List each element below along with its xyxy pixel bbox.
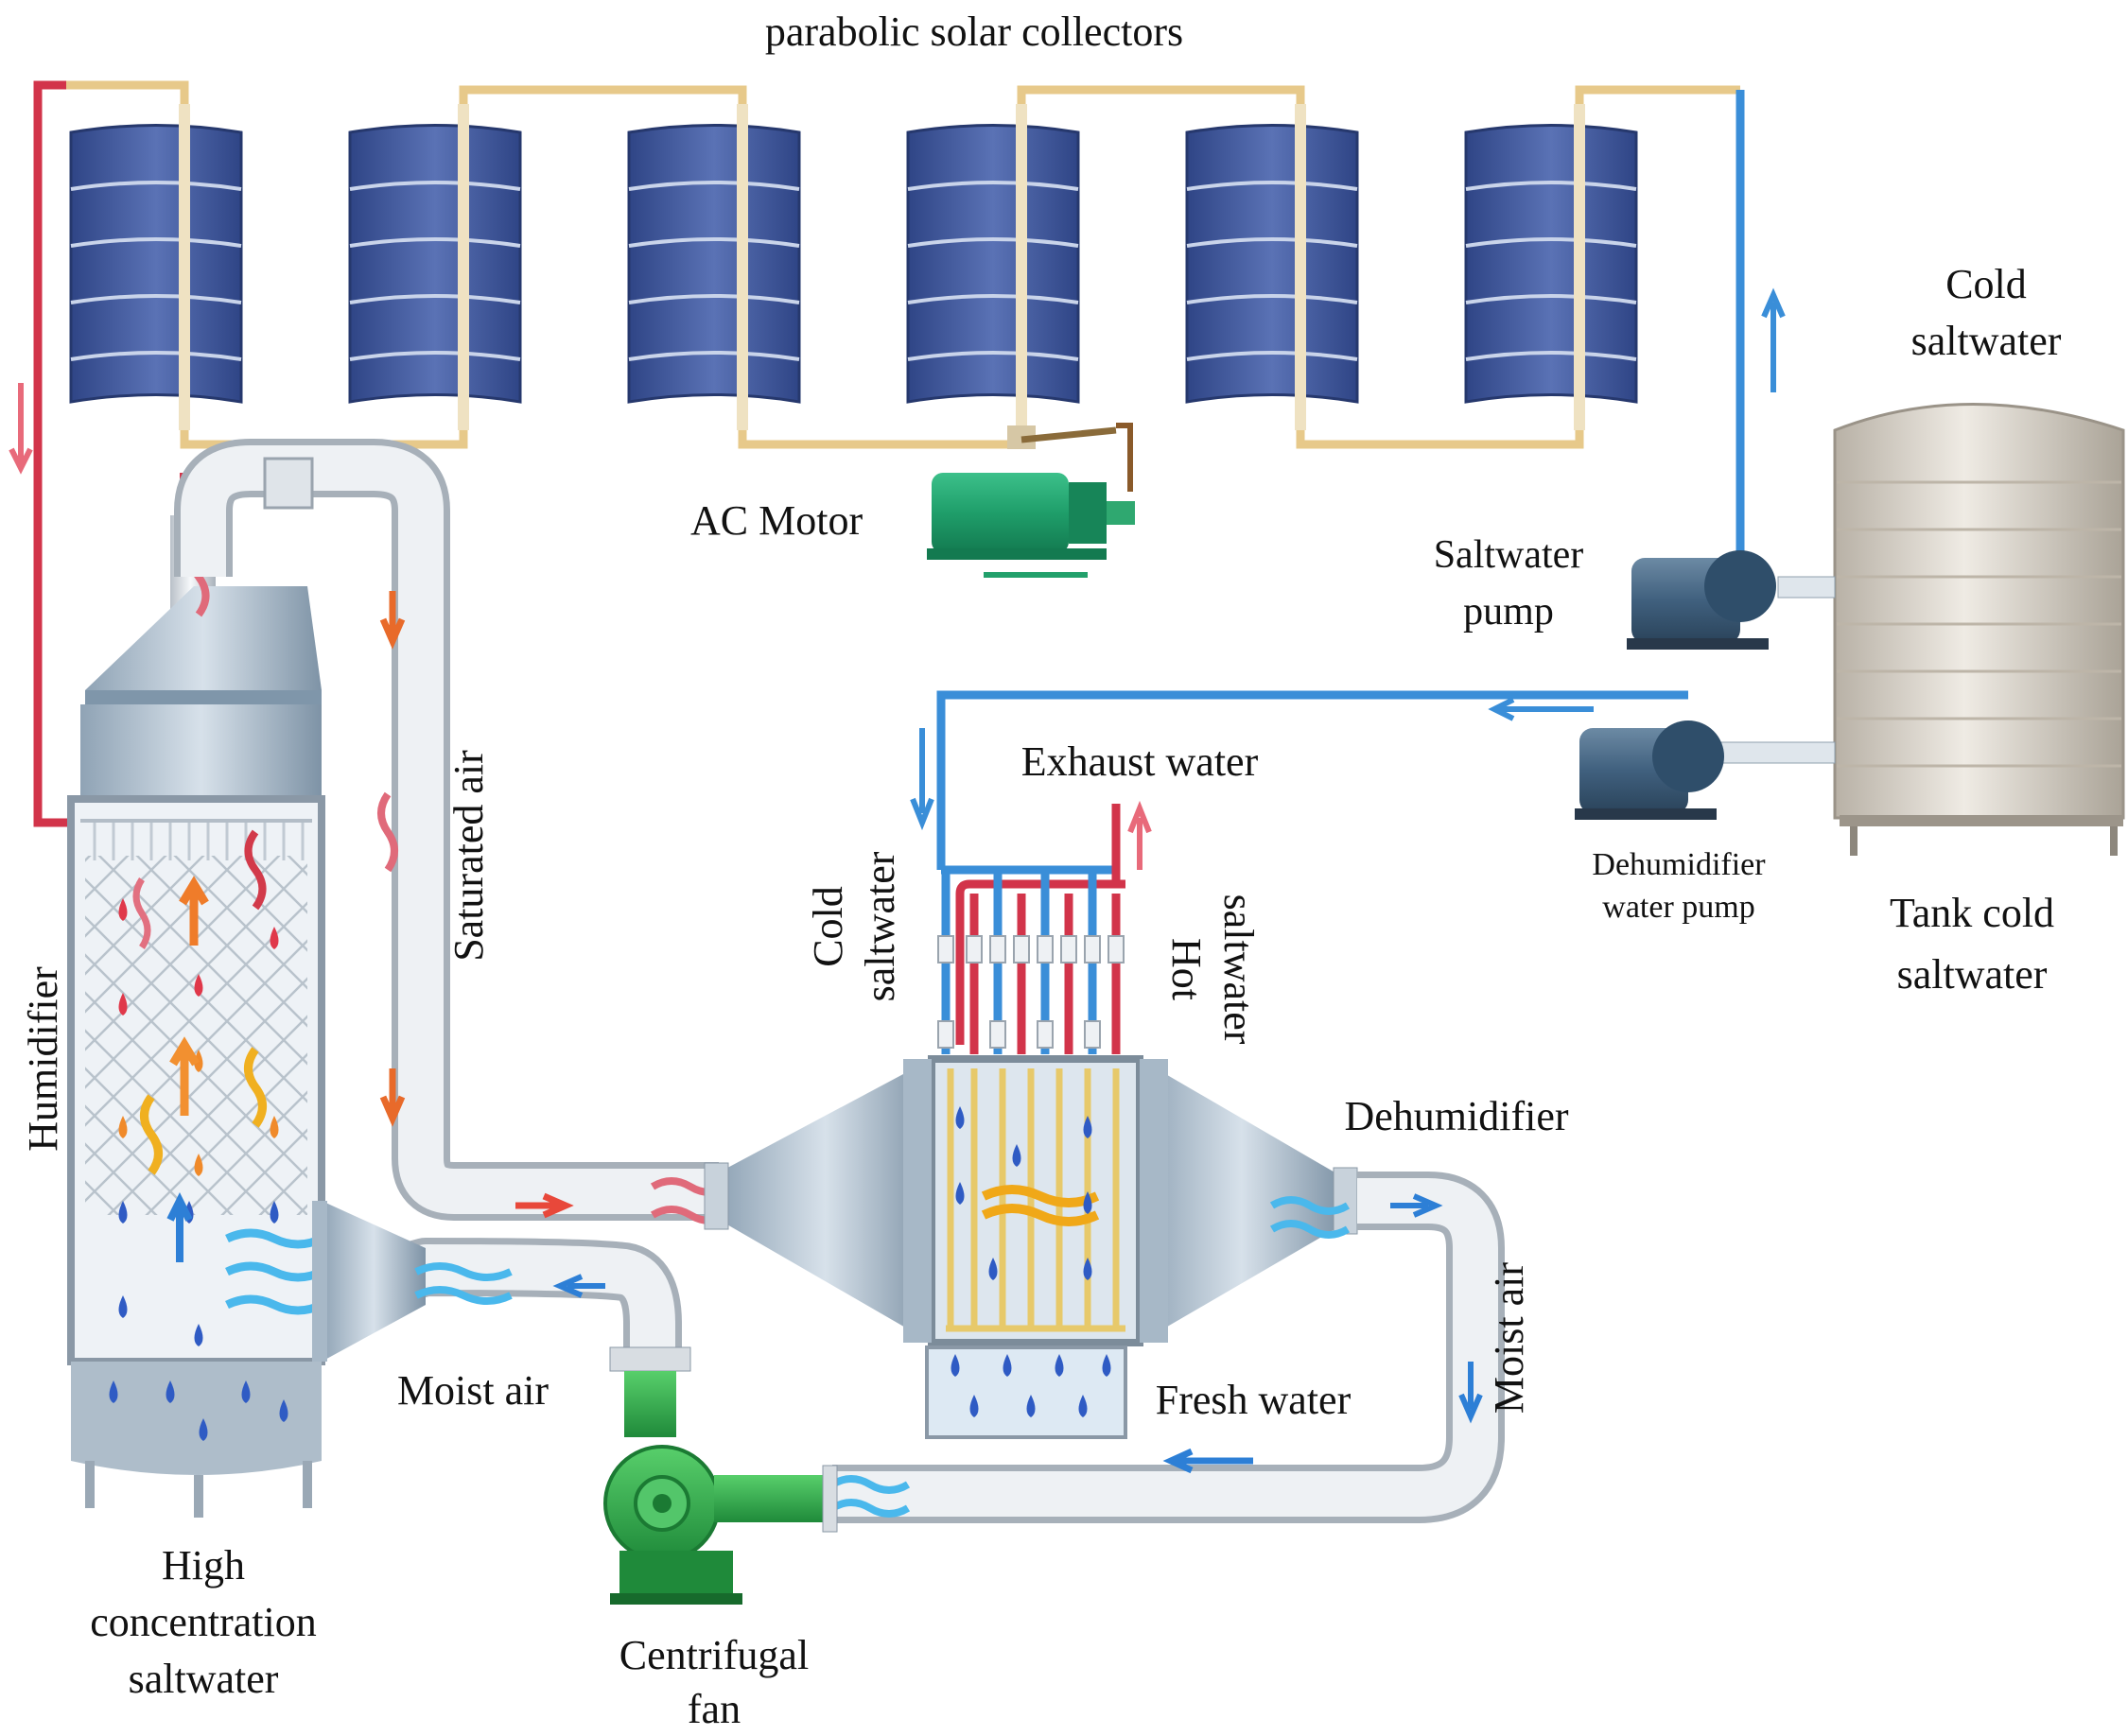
saltwater-pump-label-line1: Saltwater — [1434, 533, 1584, 577]
high-concentration-label-line1: High — [162, 1542, 245, 1588]
tank-cold-saltwater-label-line2: saltwater — [1897, 951, 2048, 998]
high-concentration-label-line2: concentration — [90, 1599, 316, 1645]
cold-saltwater-side-label-line1: Cold — [805, 886, 851, 967]
cold-saltwater-top-label-line1: Cold — [1945, 261, 2027, 307]
saltwater-pump-label-line2: pump — [1463, 590, 1554, 634]
cold-saltwater-side-label-line2: saltwater — [857, 851, 903, 1001]
moist-air-right-label: Moist air — [1486, 1262, 1532, 1414]
flow-arrow-down-red — [9, 383, 33, 475]
ac-motor — [927, 423, 1135, 578]
flow-arrow-up-blue — [1761, 287, 1786, 392]
hot-saltwater-label-line2: saltwater — [1215, 894, 1262, 1045]
absorber-tubes — [179, 104, 1585, 430]
cold-saltwater-top-label-line2: saltwater — [1911, 318, 2062, 364]
ac-motor-label: AC Motor — [690, 497, 863, 544]
centrifugal-fan-label-line1: Centrifugal — [619, 1632, 809, 1678]
dehumidifier-water-pump-label-line2: water pump — [1602, 890, 1754, 925]
dehumidifier-water-pump-label-line1: Dehumidifier — [1592, 847, 1766, 882]
cold-saltwater-tank — [1833, 403, 2125, 856]
saltwater-pump — [1627, 550, 1836, 650]
diagram-title: parabolic solar collectors — [765, 9, 1183, 55]
high-concentration-label-line3: saltwater — [129, 1656, 279, 1702]
dehumidifier-unit — [704, 800, 1358, 1439]
solar-collector-5 — [1185, 124, 1359, 404]
solar-collector-array — [9, 80, 1786, 827]
dehumidifier-label: Dehumidifier — [1344, 1093, 1568, 1139]
tank-cold-saltwater-label-line1: Tank cold — [1890, 890, 2054, 936]
centrifugal-fan-label-line2: fan — [688, 1686, 741, 1732]
solar-collector-4 — [906, 124, 1080, 404]
solar-collector-6 — [1464, 124, 1638, 404]
humidifier-tower — [67, 473, 325, 1518]
cold-saltwater-line-to-dehumidifier — [936, 690, 1688, 870]
saturated-air-label: Saturated air — [445, 750, 492, 962]
hot-saltwater-label-line1: Hot — [1163, 938, 1210, 1000]
dehumidifier-water-pump — [1575, 720, 1836, 820]
collector-stripes — [70, 181, 1637, 361]
solar-collector-2 — [348, 124, 522, 404]
humidifier-label: Humidifier — [20, 966, 66, 1152]
flow-arrow-down-blue — [910, 728, 934, 831]
moist-air-return-duct — [829, 1172, 1505, 1523]
saturated-air-duct — [174, 439, 731, 1224]
solar-collector-1 — [69, 124, 243, 404]
centrifugal-fan — [312, 1201, 838, 1605]
solar-collector-3 — [627, 124, 801, 404]
exhaust-water-label: Exhaust water — [1021, 738, 1259, 785]
fresh-water-label: Fresh water — [1156, 1377, 1352, 1423]
flow-arrow-left-blue-top — [1488, 697, 1594, 721]
moist-air-left-label: Moist air — [397, 1367, 549, 1414]
